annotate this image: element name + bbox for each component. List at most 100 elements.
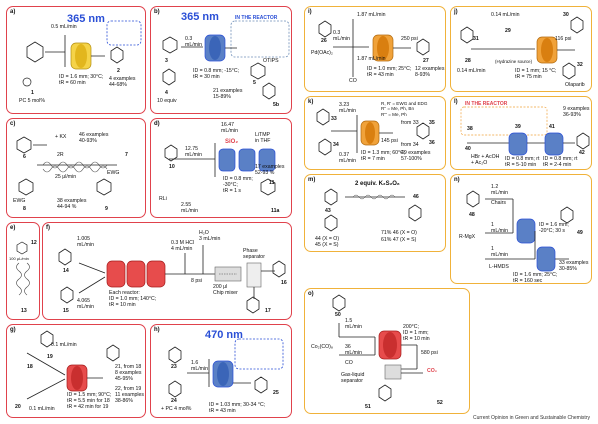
substrate-list: 44 (X = O) 45 (X = S) [315,236,340,248]
panel-k: k) 33 3.23 mL/min R, R' = EWG and EDG R'… [304,96,446,170]
compound-43: 43 [325,208,331,214]
flow-rate-2: 0.14 mL/min [457,68,486,74]
organolithium-label: RLi [159,196,167,202]
panel-label: h) [154,327,160,333]
flow-rate-1: 1.005 mL/min [77,236,95,248]
reactor-conditions: ID = 1.5 mm; 90°C; tR = 5.5 min for 18 t… [67,392,112,410]
compound-40: 40 [465,146,471,152]
reactor-conditions-2: ID = 0.8 mm; rt tR = 2-4 min [543,156,578,168]
compound-36: 36 [429,140,435,146]
back-pressure-label: 8 psi [191,278,202,284]
catalyst-loading: PC 5 mol% [19,98,45,104]
panel-g: g) 0.1 mL/min 18 19 20 0.1 mL/min ID = 1… [6,324,146,418]
water-feed: H₂O 3 mL/min [199,230,221,242]
compound-14: 14 [63,268,69,274]
panel-i-drawing [318,19,430,77]
otips-label: OTIPS [263,58,279,64]
in-reactor-tag: IN THE REACTOR [465,101,508,107]
reactor-conditions: ID = 1 mm; 15 °C; tR = 75 min [515,68,557,80]
size-label: 2R [57,152,64,158]
compound-13: 13 [21,308,27,314]
hcl-feed: 0.3 M HCl 4 mL/min [171,240,195,252]
flow-rate-3: 1 mL/min [491,246,509,258]
panel-d-drawing [164,143,276,196]
result-47: 61% 47 (X = S) [381,237,417,243]
flow-rate-1: 3.23 mL/min [339,102,357,114]
panel-label: f) [46,225,50,231]
compound-8: 8 [23,206,26,212]
panel-j-drawing [460,16,584,80]
flow-rate-2: 36 mL/min [345,344,363,356]
reactor-conditions: ID = 1.3 mm; 60°C; tR = 7 min [361,150,406,162]
flow-rate-label: 0.3 mL/min [333,30,351,42]
compound-30: 30 [563,12,569,18]
compound-38: 38 [467,126,473,132]
compound-25: 25 [273,390,279,396]
panel-label: m) [308,177,316,183]
compound-49: 49 [577,230,583,236]
wavelength-label: 470 nm [205,329,243,341]
reagent-label: LiTMP in THF [255,132,271,144]
compound-2: 2 [117,68,120,74]
co-label: CO [349,78,357,84]
panel-e-drawing [16,241,30,296]
compound-10: 10 [169,164,175,170]
compound-29: 29 [505,28,511,34]
panel-k-drawing [316,108,430,156]
panel-a-drawing [22,20,142,87]
reagent-label: + KX [55,134,67,140]
compound-48: 48 [469,212,475,218]
result-examples: 4 examples 44-68% [109,76,136,88]
equivalents-label: 10 equiv [157,98,177,104]
compound-27: 27 [423,58,429,64]
flow-rate-1: 0.1 mL/min [51,342,77,348]
result-examples: 17 examples 52-93 % [255,164,285,176]
compound-51: 51 [365,404,371,410]
silica-label: SiO₂ [225,139,239,145]
reactor-conditions: ID = 0.8 mm; -15°C; tR = 30 min [193,68,240,80]
compound-11a: 11a [271,208,280,214]
result-46: 71% 46 (X = O) [381,230,417,236]
journal-credit: Current Opinion in Green and Sustainable… [472,415,590,421]
base-label: L-HMDS [489,264,509,270]
panel-label: i) [308,9,312,15]
in-reactor-tag: IN THE REACTOR [235,15,278,21]
reactor-conditions: ID = 0.8 mm; -30°C; tR = 1 s [223,176,253,194]
compound-7: 7 [125,152,128,158]
flow-rate-label: 0.3 mL/min [185,36,203,48]
panel-m: m) 2 equiv. K₂S₂O₈ 43 44 (X = O) 45 (X =… [304,174,446,252]
panel-h-drawing [168,338,284,398]
compound-39: 39 [515,124,521,130]
compound-50: 50 [335,312,341,318]
result-21: 21, from 18 8 examples 45-95% [115,364,142,382]
compound-26: 26 [321,38,327,44]
result-examples: 21 examples 15-89% [213,88,243,100]
compound-1: 1 [31,90,34,96]
flow-rate-2: 4.065 mL/min [77,298,95,310]
panel-a: a) 0.5 mL/min 365 nm ID = 1.6 mm; 30°C; … [6,6,146,114]
compound-46: 46 [413,194,419,200]
flow-rate-top: 1.87 mL/min [357,12,386,18]
compound-35: 35 [429,120,435,126]
flow-rate-1: 1.2 mL/min [491,184,509,196]
grignard-label: R-MgX [459,234,476,240]
ewg-left-label: EWG [13,198,26,204]
result-examples: 9 examples 36-93% [563,106,590,118]
panel-m-drawing [324,188,422,232]
back-pressure-label: 580 psi [421,350,438,356]
flow-rate-label: 1.6 mL/min [191,360,209,372]
compound-16: 16 [281,280,287,286]
chip-mixer-label: 200 μl Chip mixer [213,284,238,296]
flow-rate-1: 0.14 mL/min [491,12,520,18]
back-pressure-label: 250 psi [401,36,418,42]
compound-41: 41 [549,124,555,130]
compound-18: 18 [27,364,33,370]
reactor-conditions: ID = 1.0 mm; 25°C; tR = 43 min [367,66,412,78]
catalyst-label: Pd(OAc)₂ [311,50,333,56]
panel-label: g) [10,327,16,333]
ewg-label: EWG [107,170,120,176]
panel-label: l) [454,99,458,105]
compound-33: 33 [331,116,337,122]
panel-label: e) [10,225,16,231]
panel-h: h) 470 nm 23 24 + PC 4 mol% 1.6 mL/min I… [150,324,292,418]
